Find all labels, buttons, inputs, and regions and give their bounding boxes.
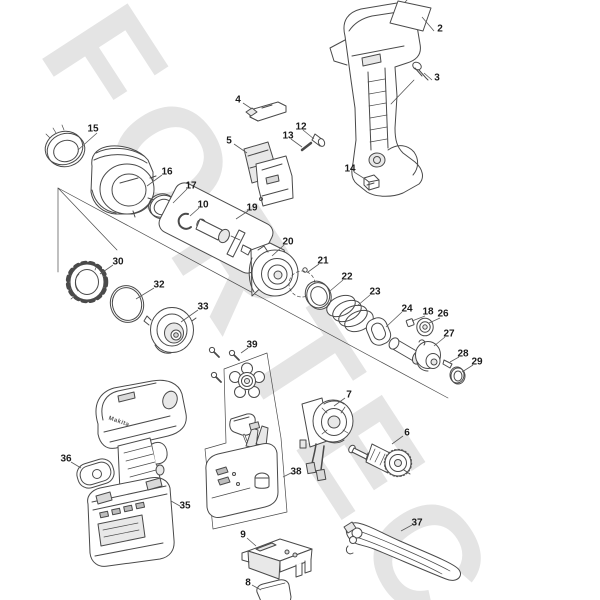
leader-line-35 [171, 501, 180, 506]
leader-line-16 [147, 175, 162, 186]
leader-line-5 [234, 144, 247, 153]
part-6-armature [347, 444, 411, 477]
part-13-pin [302, 143, 311, 150]
part-9-terminal-block [242, 539, 312, 579]
leader-line-29 [462, 365, 473, 372]
leader-line-36 [71, 462, 81, 468]
part-3-screw [391, 61, 428, 104]
part-22-washer [301, 277, 335, 313]
leader-line-32 [136, 288, 154, 299]
leader-line-33 [181, 310, 198, 322]
part-37-strap [344, 522, 461, 580]
leader-line-17 [173, 189, 187, 203]
part-12-cap [312, 134, 326, 147]
part-20-hammer [249, 243, 298, 296]
part-10-c-ring [179, 214, 191, 229]
leader-line-15 [78, 133, 97, 150]
leader-line-26 [429, 318, 440, 323]
leader-line-27 [434, 337, 445, 346]
part-4-slide-button [246, 102, 286, 121]
leader-line-10 [190, 208, 199, 216]
leader-line-7 [334, 398, 345, 406]
electrical-group-box [205, 353, 287, 529]
fan-damper [230, 363, 265, 398]
leader-line-22 [330, 280, 343, 291]
leader-line-20 [272, 245, 284, 256]
leader-line-13 [291, 139, 302, 147]
part-35-housing-set [88, 380, 187, 566]
part-7-stator [300, 398, 353, 481]
part-38-controller [206, 422, 278, 518]
leader-line-21 [308, 264, 319, 272]
leader-lines [71, 17, 473, 590]
part-29-ring [450, 367, 465, 384]
part-36-pad [74, 456, 117, 491]
leader-line-4 [243, 103, 252, 109]
leader-line-9 [247, 538, 256, 546]
leader-line-18 [412, 316, 425, 321]
part-5-switch [244, 142, 293, 206]
part-2-name-plate [390, 1, 431, 31]
part-15-ring-bumper [41, 125, 89, 172]
leader-line-19 [236, 211, 248, 219]
leader-line-39 [241, 348, 248, 353]
part-28-pin [443, 360, 452, 368]
leader-line-14 [354, 172, 365, 179]
leader-line-12 [303, 130, 314, 139]
part-8-pad [257, 580, 291, 600]
part-18-pin [406, 319, 414, 327]
part-33-bearing-retainer [144, 308, 196, 354]
leader-line-2 [422, 17, 434, 31]
part-23-compression-spring [323, 291, 376, 336]
part-32-o-ring [106, 282, 147, 326]
leader-line-28 [450, 357, 459, 362]
leader-line-38 [283, 473, 291, 477]
leader-line-24 [386, 312, 402, 327]
part-39-screws [209, 347, 239, 382]
part-14-cap [364, 175, 379, 190]
leader-line-3 [424, 73, 432, 80]
leader-line-30 [100, 265, 113, 274]
part-24-washer [364, 315, 394, 348]
leader-line-23 [357, 295, 370, 306]
part-30-ring-gear [68, 263, 106, 301]
part-16-hammer-case [91, 146, 156, 217]
part-1-housing-half [330, 0, 422, 196]
axis-lines [58, 188, 448, 398]
part-26-flat-washer [417, 318, 433, 336]
leader-line-6 [392, 436, 403, 444]
leader-line-37 [401, 525, 412, 531]
leader-line-8 [252, 585, 261, 590]
part-27-spindle [387, 336, 440, 371]
